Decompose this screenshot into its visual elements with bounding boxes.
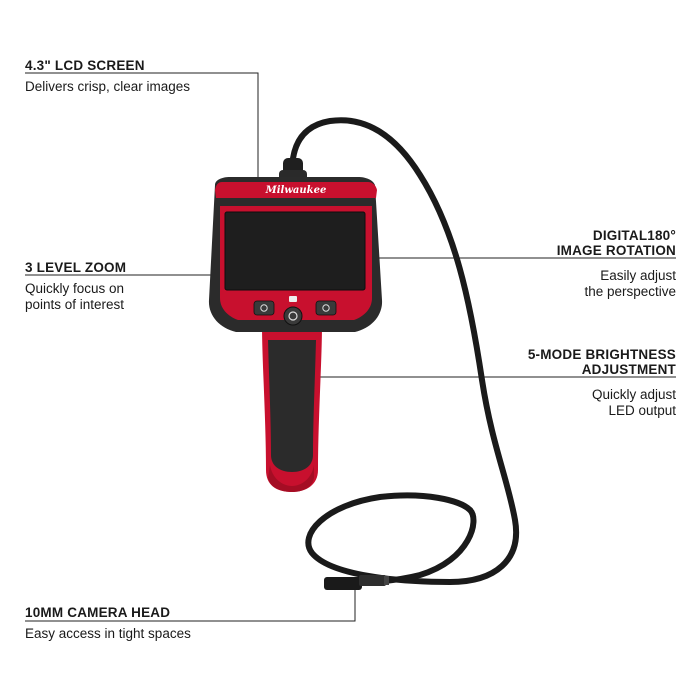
rotation-button	[315, 300, 337, 316]
callout-lcd-title: 4.3" LCD SCREEN	[25, 58, 145, 73]
power-brightness-button	[283, 296, 303, 326]
cable	[289, 117, 520, 586]
leader-line-lcd	[25, 72, 259, 226]
callout-rotation-desc-line-1: Easily adjust	[600, 268, 676, 283]
callout-rotation-title-line-1: DIGITAL180°	[592, 228, 676, 243]
callout-zoom: 3 LEVEL ZOOM Quickly focus on points of …	[25, 260, 126, 313]
leader-line-camera-head	[25, 585, 356, 622]
callout-rotation-desc-line-2: the perspective	[584, 284, 676, 299]
callout-camera-head: 10MM CAMERA HEAD Easy access in tight sp…	[25, 605, 191, 642]
callout-rotation: DIGITAL180° IMAGE ROTATION Easily adjust…	[557, 228, 676, 300]
callout-lcd-desc: Delivers crisp, clear images	[25, 79, 191, 94]
lcd-screen	[225, 212, 365, 290]
callout-zoom-desc: Quickly focus on points of interest	[25, 281, 126, 313]
callout-brightness-desc-line-1: Quickly adjust	[591, 387, 676, 402]
callout-zoom-desc-line-1: Quickly focus on	[25, 281, 125, 296]
callout-lcd-screen: 4.3" LCD SCREEN Delivers crisp, clear im…	[25, 58, 190, 95]
callout-zoom-title: 3 LEVEL ZOOM	[25, 260, 127, 275]
handle	[262, 325, 322, 492]
callout-brightness-desc: Quickly adjust LED output	[528, 387, 676, 419]
callout-rotation-title-line-2: IMAGE ROTATION	[556, 243, 676, 258]
callout-brightness-title-line-2: ADJUSTMENT	[581, 362, 676, 377]
brand-logo: Milwaukee	[265, 185, 327, 196]
svg-text:Milwaukee: Milwaukee	[265, 185, 327, 196]
zoom-button	[253, 300, 275, 316]
camera-head	[324, 575, 389, 590]
callout-brightness-desc-line-2: LED output	[608, 403, 676, 418]
callout-brightness-title-line-1: 5-MODE BRIGHTNESS	[527, 347, 676, 362]
callout-zoom-desc-line-2: points of interest	[25, 297, 125, 312]
callout-rotation-desc: Easily adjust the perspective	[557, 268, 676, 300]
callout-brightness: 5-MODE BRIGHTNESS ADJUSTMENT Quickly adj…	[528, 347, 676, 419]
callout-camera-head-title: 10MM CAMERA HEAD	[25, 605, 171, 620]
callout-camera-head-desc: Easy access in tight spaces	[25, 626, 191, 641]
